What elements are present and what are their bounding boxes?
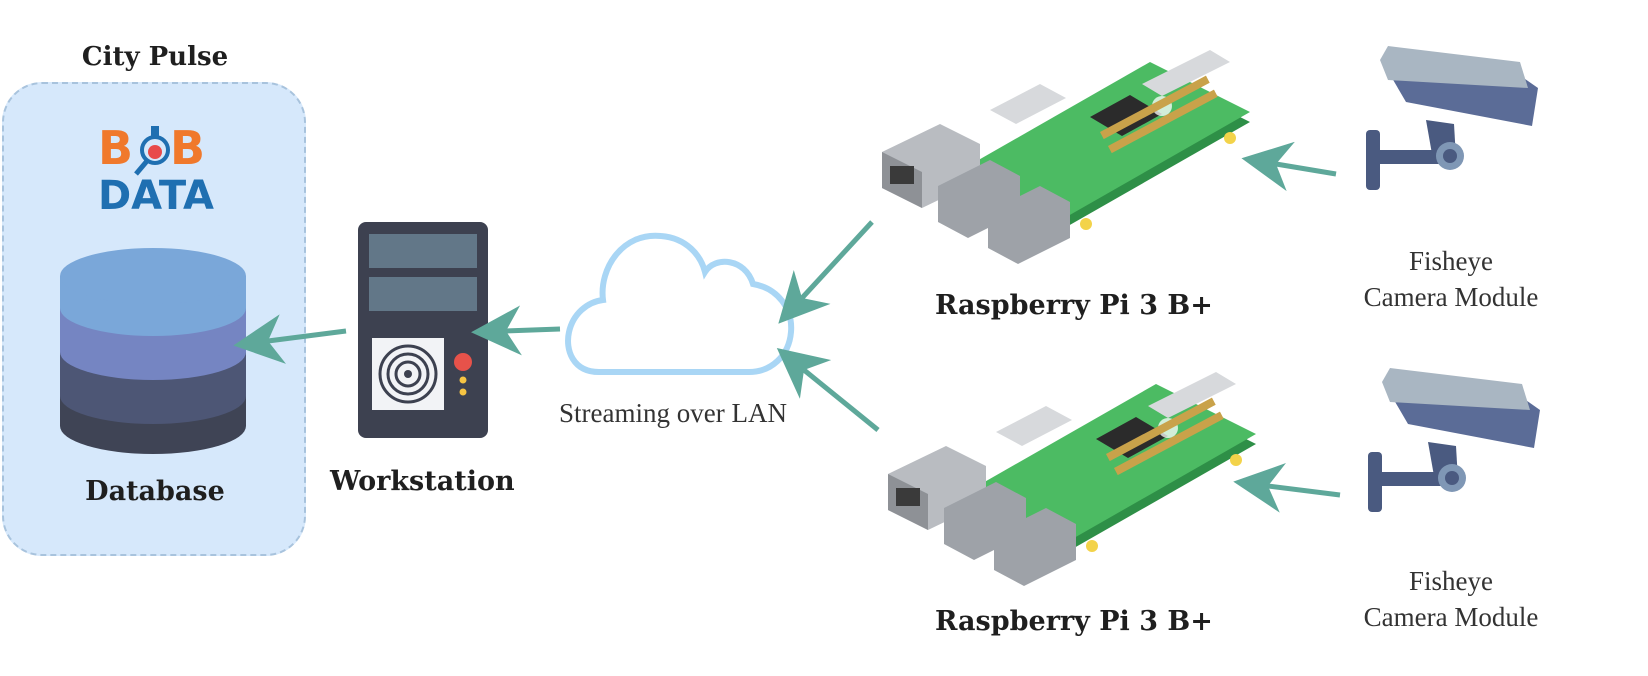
cloud-label: Streaming over LAN — [559, 398, 787, 428]
workstation-icon — [358, 222, 488, 438]
arrow-workstation-to-database — [233, 314, 347, 364]
camera-bottom-label-line1: Fisheye — [1409, 566, 1493, 596]
group-title: City Pulse — [81, 42, 229, 72]
raspberry-pi-icon — [888, 372, 1256, 586]
svg-text:B: B — [98, 121, 133, 175]
arrow-camera-bottom-to-pi — [1233, 463, 1341, 513]
camera-icon — [1366, 46, 1538, 190]
raspberry-pi-icon — [882, 50, 1250, 264]
arrow-camera-top-to-pi — [1241, 141, 1337, 192]
camera-icon — [1368, 368, 1540, 512]
database-icon — [60, 248, 246, 454]
camera-top-label-line1: Fisheye — [1409, 246, 1493, 276]
pi-bottom-label: Raspberry Pi 3 B+ — [935, 606, 1213, 637]
arrow-pi-top-to-cloud — [778, 220, 874, 324]
svg-text:B: B — [170, 121, 205, 175]
camera-bottom-label-line2: Camera Module — [1363, 602, 1539, 632]
workstation-label: Workstation — [330, 466, 515, 497]
arrow-pi-bottom-to-cloud — [776, 347, 880, 432]
svg-text:DATA: DATA — [98, 173, 214, 219]
cloud-icon — [565, 232, 795, 375]
camera-top-label-line2: Camera Module — [1363, 282, 1539, 312]
database-label: Database — [85, 476, 225, 507]
arrow-cloud-to-workstation — [471, 305, 561, 356]
bob-data-logo: B B DATA — [98, 118, 218, 219]
pi-top-label: Raspberry Pi 3 B+ — [935, 290, 1213, 321]
